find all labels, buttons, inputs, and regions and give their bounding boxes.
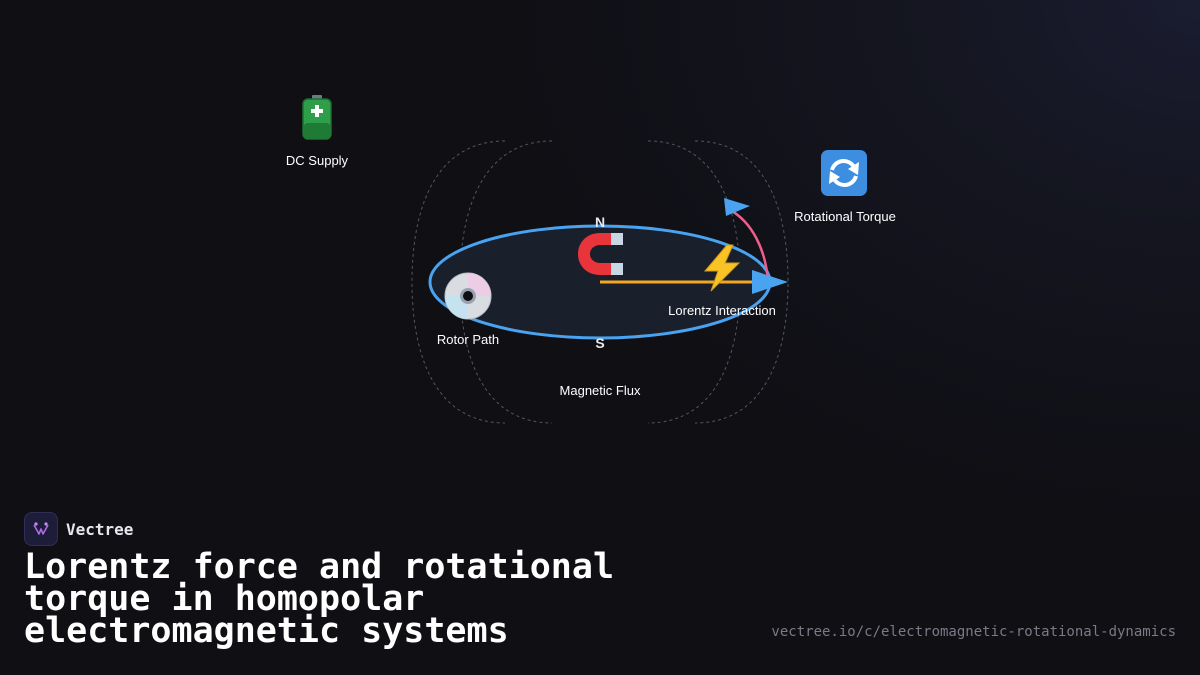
magnet-icon (578, 233, 623, 275)
battery-icon (302, 95, 332, 140)
disc-icon (444, 272, 492, 320)
brand: Vectree (24, 512, 133, 546)
source-url: vectree.io/c/electromagnetic-rotational-… (771, 624, 1176, 640)
page-title: Lorentz force and rotational torque in h… (24, 547, 615, 651)
flux-line-inner-left (459, 140, 553, 424)
magnetic-flux-lines (411, 140, 789, 424)
lorentz-interaction-label: Lorentz Interaction (668, 303, 776, 318)
north-pole-label: N (595, 214, 605, 230)
magnetic-flux-label: Magnetic Flux (560, 383, 641, 398)
vectree-logo-icon (24, 512, 58, 546)
torque-arc (729, 208, 770, 283)
flux-line-inner-right (647, 140, 741, 424)
flux-line-outer-right (694, 140, 789, 424)
dc-supply-label: DC Supply (286, 153, 349, 168)
brand-name: Vectree (66, 519, 134, 539)
rotational-torque-label: Rotational Torque (794, 209, 896, 224)
rotation-arrows-icon (821, 150, 867, 196)
torque-arrowhead (724, 198, 750, 216)
rotor-path-label: Rotor Path (437, 332, 499, 347)
lightning-icon (703, 244, 741, 292)
flux-line-outer-left (411, 140, 506, 424)
south-pole-label: S (595, 335, 604, 351)
force-arrowhead (752, 270, 788, 294)
